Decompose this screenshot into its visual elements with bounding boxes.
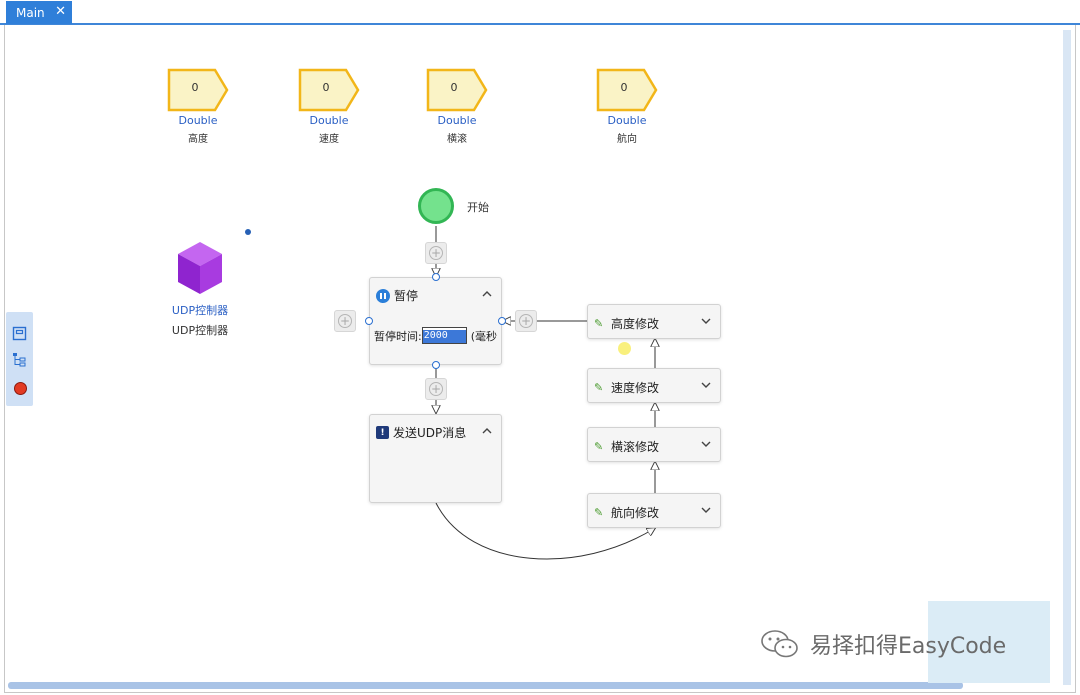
close-icon[interactable]: ✕ bbox=[55, 4, 66, 19]
variable-name: 横滚 bbox=[447, 134, 467, 145]
heading-edit-title: 航向修改 bbox=[611, 506, 660, 520]
variable-value: 0 bbox=[450, 81, 458, 94]
add-node-button[interactable]: + bbox=[334, 310, 356, 332]
canvas-toolbar bbox=[6, 312, 33, 406]
udp-controller-name: UDP控制器 bbox=[171, 324, 229, 337]
speed-edit-node[interactable]: ✎ 速度修改 bbox=[587, 368, 721, 403]
tab-label: Main bbox=[16, 5, 45, 20]
mouse-cursor-highlight bbox=[618, 342, 631, 355]
edit-icon: ✎ bbox=[594, 380, 604, 394]
speed-edit-header: ✎ 速度修改 bbox=[594, 379, 659, 396]
edit-icon: ✎ bbox=[594, 505, 604, 519]
input-port[interactable] bbox=[432, 273, 440, 281]
altitude-edit-header: ✎ 高度修改 bbox=[594, 315, 659, 332]
roll-edit-title: 横滚修改 bbox=[611, 440, 660, 454]
send-udp-node-title: 发送UDP消息 bbox=[393, 426, 467, 440]
pause-time-input[interactable] bbox=[421, 327, 467, 344]
altitude-edit-node[interactable]: ✎ 高度修改 bbox=[587, 304, 721, 339]
speed-edit-title: 速度修改 bbox=[611, 381, 660, 395]
chevron-down-icon[interactable] bbox=[701, 316, 711, 326]
variable-name: 速度 bbox=[319, 134, 339, 145]
udp-controller-title: UDP控制器 bbox=[171, 304, 229, 317]
variable-type: Double bbox=[607, 114, 647, 127]
heading-edit-node[interactable]: ✎ 航向修改 bbox=[587, 493, 721, 528]
variable-tag-icon bbox=[596, 68, 658, 112]
udp-controller-component[interactable]: UDP控制器 UDP控制器 bbox=[160, 240, 240, 338]
edit-icon: ✎ bbox=[594, 439, 604, 453]
variable-tag-icon bbox=[167, 68, 229, 112]
add-node-button[interactable]: + bbox=[515, 310, 537, 332]
record-icon[interactable] bbox=[14, 382, 27, 395]
variable-value: 0 bbox=[322, 81, 330, 94]
wechat-icon bbox=[761, 630, 798, 658]
variable-name: 航向 bbox=[617, 134, 637, 145]
fit-view-icon[interactable] bbox=[12, 326, 27, 341]
chevron-down-icon[interactable] bbox=[701, 380, 711, 390]
variable-altitude[interactable]: 0 Double 高度 bbox=[158, 68, 238, 145]
plus-icon: + bbox=[519, 314, 533, 328]
send-udp-node-header: ! 发送UDP消息 bbox=[376, 424, 466, 441]
variable-type: Double bbox=[178, 114, 218, 127]
pause-node-header: 暂停 bbox=[376, 287, 418, 304]
pause-node-title: 暂停 bbox=[394, 289, 419, 303]
output-port[interactable] bbox=[432, 361, 440, 369]
chevron-up-icon[interactable] bbox=[482, 289, 492, 299]
chevron-down-icon[interactable] bbox=[701, 505, 711, 515]
pause-time-unit: (毫秒 bbox=[470, 329, 498, 343]
altitude-edit-title: 高度修改 bbox=[611, 317, 660, 331]
input-port[interactable] bbox=[365, 317, 373, 325]
variable-roll[interactable]: 0 Double 横滚 bbox=[417, 68, 497, 145]
variable-value: 0 bbox=[191, 81, 199, 94]
variable-value: 0 bbox=[620, 81, 628, 94]
tree-layout-icon[interactable] bbox=[12, 352, 27, 367]
tab-main[interactable]: Main ✕ bbox=[6, 1, 72, 24]
roll-edit-node[interactable]: ✎ 横滚修改 bbox=[587, 427, 721, 462]
variable-tag-icon bbox=[426, 68, 488, 112]
roll-edit-header: ✎ 横滚修改 bbox=[594, 438, 659, 455]
heading-edit-header: ✎ 航向修改 bbox=[594, 504, 659, 521]
variable-name: 高度 bbox=[188, 134, 208, 145]
start-label: 开始 bbox=[467, 201, 489, 214]
chevron-up-icon[interactable] bbox=[482, 426, 492, 436]
watermark-text: 易择扣得EasyCode bbox=[810, 634, 1007, 659]
horizontal-scrollbar[interactable] bbox=[8, 682, 963, 689]
variable-speed[interactable]: 0 Double 速度 bbox=[289, 68, 369, 145]
add-node-button[interactable]: + bbox=[425, 242, 447, 264]
plus-icon: + bbox=[429, 246, 443, 260]
input-port[interactable] bbox=[498, 317, 506, 325]
edit-icon: ✎ bbox=[594, 316, 604, 330]
variable-tag-icon bbox=[298, 68, 360, 112]
variable-type: Double bbox=[437, 114, 477, 127]
selection-dot bbox=[245, 229, 251, 235]
link-send-to-heading bbox=[435, 502, 655, 560]
variable-heading[interactable]: 0 Double 航向 bbox=[587, 68, 667, 145]
pause-node[interactable]: 暂停 暂停时间: (毫秒 bbox=[369, 277, 502, 365]
pause-param: 暂停时间: (毫秒 bbox=[374, 327, 497, 344]
watermark-panel bbox=[928, 601, 1050, 683]
add-node-button[interactable]: + bbox=[425, 378, 447, 400]
plus-icon: + bbox=[429, 382, 443, 396]
pause-time-label: 暂停时间: bbox=[374, 329, 422, 343]
vertical-scrollbar[interactable] bbox=[1063, 30, 1071, 685]
send-udp-node[interactable]: ! 发送UDP消息 bbox=[369, 414, 502, 503]
chevron-down-icon[interactable] bbox=[701, 439, 711, 449]
tab-bar: Main ✕ bbox=[0, 0, 1080, 25]
message-icon: ! bbox=[376, 426, 389, 439]
variable-type: Double bbox=[309, 114, 349, 127]
watermark: 易择扣得EasyCode bbox=[760, 628, 1006, 660]
flow-canvas[interactable] bbox=[4, 25, 1076, 693]
cube-icon bbox=[178, 242, 222, 294]
pause-icon bbox=[376, 288, 390, 303]
start-node[interactable] bbox=[418, 188, 454, 224]
plus-icon: + bbox=[338, 314, 352, 328]
